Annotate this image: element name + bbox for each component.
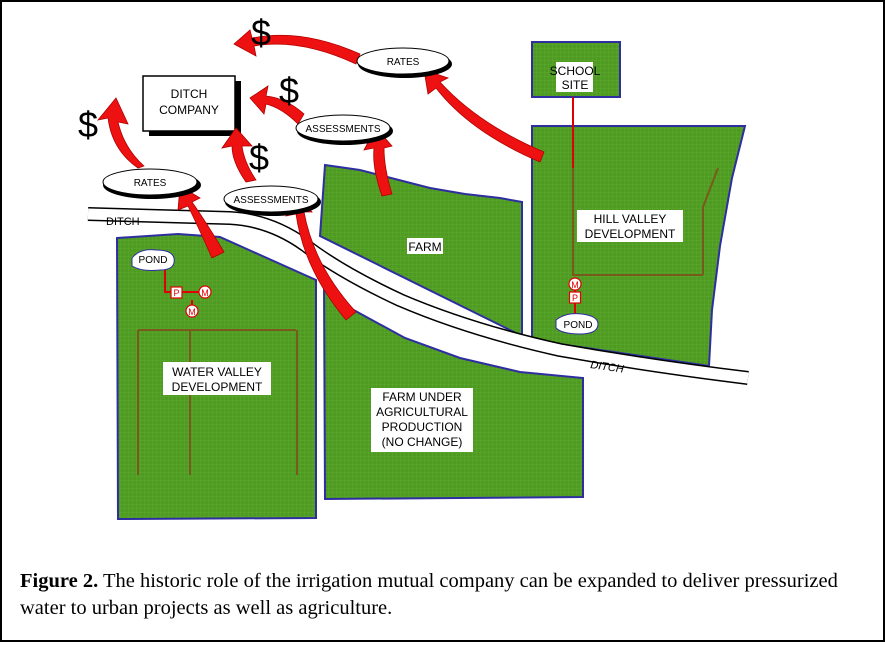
dollar-sign-upper: $ bbox=[279, 70, 299, 111]
hill-valley-line2: DEVELOPMENT bbox=[585, 227, 676, 241]
figure-caption: Figure 2. The historic role of the irrig… bbox=[20, 568, 870, 622]
school-site-line2: SITE bbox=[562, 78, 589, 92]
pipe-network-water-valley bbox=[137, 329, 298, 475]
pond-label-hill-valley: POND bbox=[564, 320, 593, 331]
farm-label-text: FARM bbox=[408, 240, 441, 254]
assessments-ellipse-upper: ASSESSMENTS bbox=[295, 114, 393, 145]
ditch-company-line2: COMPANY bbox=[159, 103, 219, 117]
pump-label-water-valley: P bbox=[173, 288, 179, 298]
payment-arrows bbox=[96, 29, 545, 321]
rates-ellipse-left: RATES bbox=[102, 168, 201, 199]
school-site-line1: SCHOOL bbox=[550, 64, 601, 78]
dollar-sign-lower: $ bbox=[249, 137, 269, 178]
farm-under-line2: AGRICULTURAL bbox=[376, 405, 468, 419]
ditch-company-line1: DITCH bbox=[171, 87, 208, 101]
pipe-network-hill-valley bbox=[572, 166, 719, 276]
caption-text: The historic role of the irrigation mutu… bbox=[20, 570, 838, 619]
rates-label-left: RATES bbox=[134, 178, 167, 189]
meter-water-valley-1: M bbox=[198, 285, 212, 299]
rates-ellipse-top: RATES bbox=[356, 47, 452, 78]
pond-label-water-valley: POND bbox=[139, 255, 168, 266]
pond-hill-valley: POND bbox=[555, 313, 599, 335]
ditch-label-right: DITCH bbox=[590, 359, 625, 376]
farm-under-line3: PRODUCTION bbox=[382, 420, 463, 434]
ditch-water bbox=[87, 208, 749, 384]
water-valley-label: WATER VALLEY DEVELOPMENT bbox=[163, 362, 271, 395]
hill-valley-line1: HILL VALLEY bbox=[594, 212, 667, 226]
assessments-label-lower: ASSESSMENTS bbox=[233, 195, 308, 206]
caption-label: Figure 2. bbox=[20, 570, 99, 592]
rates-label-top: RATES bbox=[387, 57, 420, 68]
pond-water-valley: POND bbox=[131, 249, 175, 271]
pump-water-valley: P bbox=[170, 286, 183, 299]
arrow-hillvalley-to-rates bbox=[423, 69, 545, 163]
meter-label-water-valley-2: M bbox=[188, 307, 196, 317]
water-valley-line2: DEVELOPMENT bbox=[172, 380, 263, 394]
arrow-rates-top bbox=[233, 29, 361, 65]
water-valley-line1: WATER VALLEY bbox=[172, 365, 262, 379]
assessments-label-upper: ASSESSMENTS bbox=[305, 124, 380, 135]
meter-hill-valley: M bbox=[568, 277, 582, 291]
farm-under-line1: FARM UNDER bbox=[382, 390, 462, 404]
assessments-ellipse-lower: ASSESSMENTS bbox=[223, 185, 321, 216]
ditch-label-left: DITCH bbox=[106, 216, 140, 228]
ditch-company-box: DITCH COMPANY bbox=[142, 75, 241, 136]
meter-label-water-valley-1: M bbox=[201, 288, 209, 298]
meter-label-hill-valley: M bbox=[571, 280, 579, 290]
arrow-assessments-upper bbox=[249, 85, 305, 125]
farm-under-label: FARM UNDER AGRICULTURAL PRODUCTION (NO C… bbox=[371, 388, 473, 452]
meter-water-valley-2: M bbox=[185, 304, 199, 318]
pump-label-hill-valley: P bbox=[572, 293, 578, 303]
dollar-sign-top: $ bbox=[251, 12, 271, 53]
dollar-sign-left: $ bbox=[78, 104, 98, 145]
farm-label: FARM bbox=[407, 238, 443, 254]
hill-valley-label: HILL VALLEY DEVELOPMENT bbox=[577, 210, 683, 242]
farm-under-line4: (NO CHANGE) bbox=[382, 435, 463, 449]
arrow-rates-left bbox=[96, 97, 145, 169]
school-site-label: SCHOOL SITE bbox=[550, 62, 601, 92]
pump-hill-valley: P bbox=[568, 291, 582, 304]
arrow-assessments-lower bbox=[221, 127, 257, 183]
